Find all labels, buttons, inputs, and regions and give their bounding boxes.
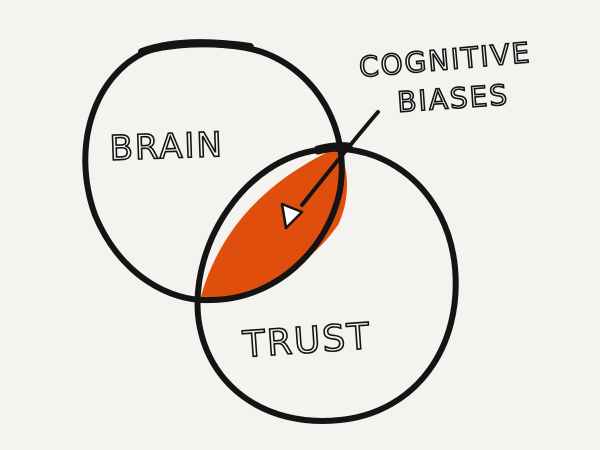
cognitive-biases-label-line-2: BIASES (396, 78, 510, 119)
annotation-arrow-line (300, 110, 380, 207)
brain-label: BRAIN (109, 125, 225, 169)
trust-circle (194, 145, 459, 424)
brain-circle (82, 41, 345, 304)
annotation-arrowhead (280, 202, 304, 230)
trust-label: TRUST (241, 316, 373, 366)
brain-circle-stroke-overlap (138, 39, 254, 56)
intersection-region (200, 147, 347, 300)
trust-circle-stroke-overlap (313, 142, 353, 155)
cognitive-biases-label-line-1: COGNITIVE (358, 36, 533, 84)
